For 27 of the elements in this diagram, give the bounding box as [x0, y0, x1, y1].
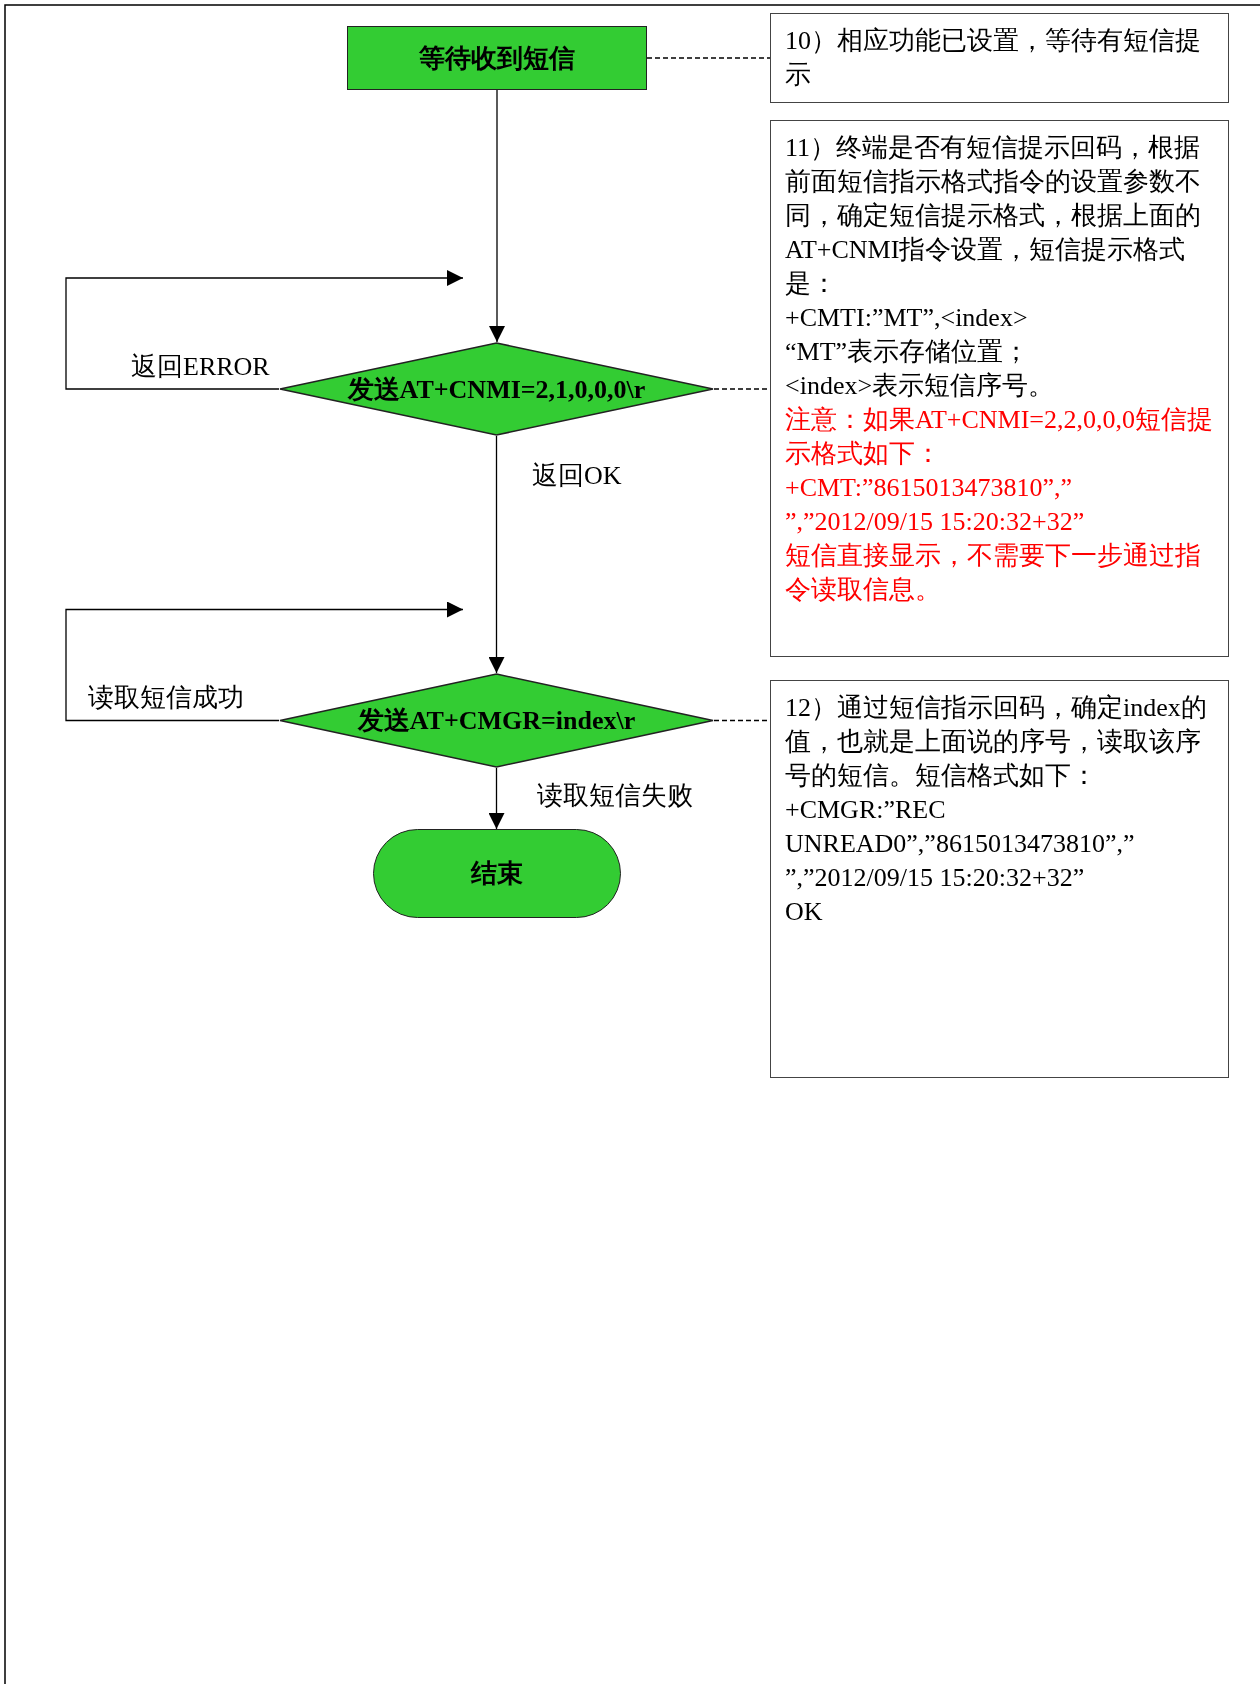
note-text: 注意：如果AT+CNMI=2,2,0,0,0短信提示格式如下：: [785, 404, 1214, 470]
note-text: +CMGR:”REC UNREAD0”,”8615013473810”,” ”,”2012/09/15 15:20:32+32”: [785, 794, 1136, 894]
note-text: OK: [785, 896, 824, 928]
decision-diamond: [279, 673, 714, 768]
arrow: [65, 601, 464, 722]
note-box: [770, 680, 1229, 1078]
note-box: [770, 120, 1229, 657]
decision-diamond: [279, 342, 714, 436]
node-label: 发送AT+CMGR=index\r: [357, 705, 636, 737]
arrow: [489, 89, 505, 343]
node-label: 等待收到短信: [419, 42, 575, 75]
note-text: 11）终端是否有短信提示回码，根据前面短信指示格式指令的设置参数不同，确定短信提示格式，根据上面的AT+CNMI指令设置，短信提示格式是：: [785, 132, 1202, 300]
node-label: 结束: [471, 858, 523, 890]
note-text: 12）通过短信指示回码，确定index的值，也就是上面说的序号，读取该序号的短信。短信格式如下：: [785, 692, 1208, 792]
node-label: 发送AT+CNMI=2,1,0,0,0\r: [347, 373, 646, 406]
note-box: [770, 13, 1229, 103]
dashed-connector: [646, 57, 771, 59]
arrow: [488, 435, 505, 674]
note-text: +CMT:”8615013473810”,” ”,”2012/09/15 15:20:32+32”: [785, 472, 1086, 538]
arrow: [65, 270, 464, 390]
note-text: “MT”表示存储位置；: [785, 336, 1031, 368]
note-text: <index>表示短信序号。: [785, 370, 1056, 402]
process-box: [347, 26, 647, 90]
note-text: 短信直接显示，不需要下一步通过指令读取信息。: [785, 540, 1202, 606]
arrow: [488, 767, 505, 830]
note-text: +CMTI:”MT”,<index>: [785, 302, 1029, 334]
note-text: 10）相应功能已设置，等待有短信提示: [785, 25, 1202, 91]
